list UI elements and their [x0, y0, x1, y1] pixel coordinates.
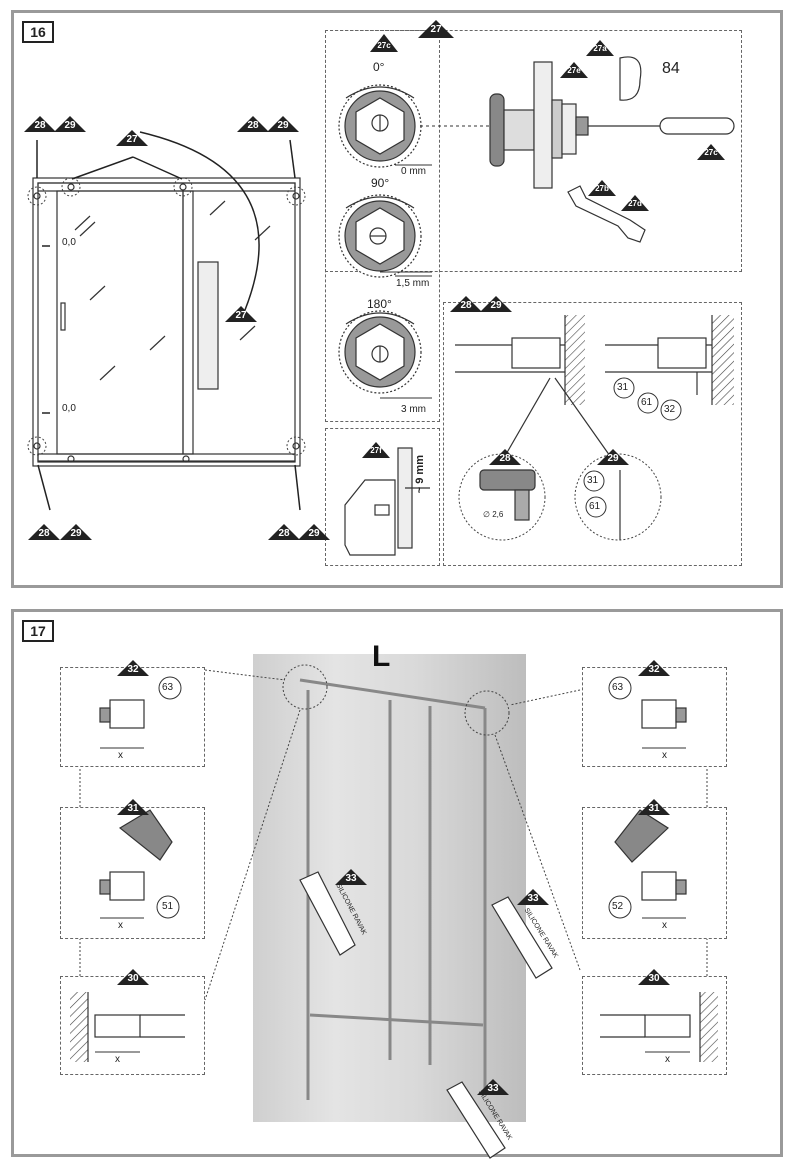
drill-diameter: ∅ 2,6 [483, 510, 504, 519]
angle-90: 90° [371, 176, 390, 190]
left-variant-label: L [372, 640, 391, 673]
dim-x-30-right: x [665, 1054, 670, 1065]
part-31-screw: 31 [587, 475, 599, 486]
part-84: 84 [662, 60, 680, 77]
part-31-top: 31 [617, 382, 629, 393]
label-33-bottom: 33 [487, 1083, 499, 1094]
part-52: 52 [612, 901, 624, 912]
roller-assembly [489, 56, 735, 189]
step-17-number: 17 [22, 620, 54, 642]
offset-0mm: 0 mm [401, 166, 426, 177]
label-27e: 27e [567, 66, 581, 75]
dim-x-32-left: x [118, 750, 123, 761]
label-29-screw: 29 [607, 453, 619, 464]
label-31-left: 31 [127, 803, 139, 814]
step-16-number: 16 [22, 21, 54, 43]
label-33-right: 33 [527, 893, 539, 904]
label-29-br: 29 [308, 528, 320, 539]
label-33-left: 33 [345, 873, 357, 884]
part-32: 32 [664, 404, 676, 415]
angle-0: 0° [373, 60, 385, 74]
label-28-tr: 28 [247, 120, 259, 131]
eccentric-nut-0 [338, 84, 422, 168]
label-27-frame: 27 [126, 134, 138, 145]
offset-15mm: 1,5 mm [396, 278, 430, 289]
wrench-icon [567, 185, 646, 243]
dim-x-30-left: x [115, 1054, 120, 1065]
label-27c-top: 27c [377, 41, 391, 50]
part-61-screw: 61 [589, 501, 601, 512]
angle-180: 180° [367, 297, 392, 311]
label-31-right: 31 [648, 803, 660, 814]
fitting-details [70, 699, 718, 1062]
label-27f: 27f [370, 446, 382, 455]
label-29-bl: 29 [70, 528, 82, 539]
label-30-right: 30 [648, 973, 660, 984]
label-27-top: 27 [430, 24, 442, 35]
step-marker-triangles [24, 20, 725, 1095]
label-29-detail: 29 [490, 300, 502, 311]
part-61-top: 61 [641, 397, 653, 408]
label-29-tr: 29 [277, 120, 289, 131]
detail-27f-box [325, 428, 440, 566]
label-32-left: 32 [127, 664, 139, 675]
dim-x-32-right: x [662, 750, 667, 761]
label-27d: 27d [628, 199, 642, 208]
label-28-bl: 28 [38, 528, 50, 539]
label-28-br: 28 [278, 528, 290, 539]
label-30-left: 30 [127, 973, 139, 984]
profile-section-27f [344, 447, 430, 556]
height-approx-9mm: ~ 9 mm [414, 455, 426, 494]
label-27-handle: 27 [235, 310, 247, 321]
eccentric-nut-90 [338, 194, 422, 278]
door-frame-drawing [32, 177, 301, 467]
silicone-tubes [299, 871, 553, 1159]
eccentric-nut-180 [338, 310, 422, 394]
offset-3mm: 3 mm [401, 404, 426, 415]
part-63-left: 63 [162, 682, 174, 693]
dim-x-31-right: x [662, 920, 667, 931]
gap-bottom-value: 0,0 [62, 403, 76, 414]
label-27a: 27a [593, 44, 607, 53]
label-32-right: 32 [648, 664, 660, 675]
label-28-tl: 28 [34, 120, 46, 131]
dim-x-31-left: x [118, 920, 123, 931]
detail-27c-column [325, 30, 440, 422]
gap-top-value: 0,0 [62, 237, 76, 248]
detail-28-29-box [443, 302, 742, 566]
label-28-drill: 28 [499, 453, 511, 464]
wall-mounting-detail [455, 315, 734, 405]
part-63-right: 63 [612, 682, 624, 693]
label-27b: 27b [595, 184, 609, 193]
label-29-tl: 29 [64, 120, 76, 131]
part-51: 51 [162, 901, 174, 912]
label-27c-right: 27c [704, 148, 718, 157]
label-28-detail: 28 [460, 300, 472, 311]
